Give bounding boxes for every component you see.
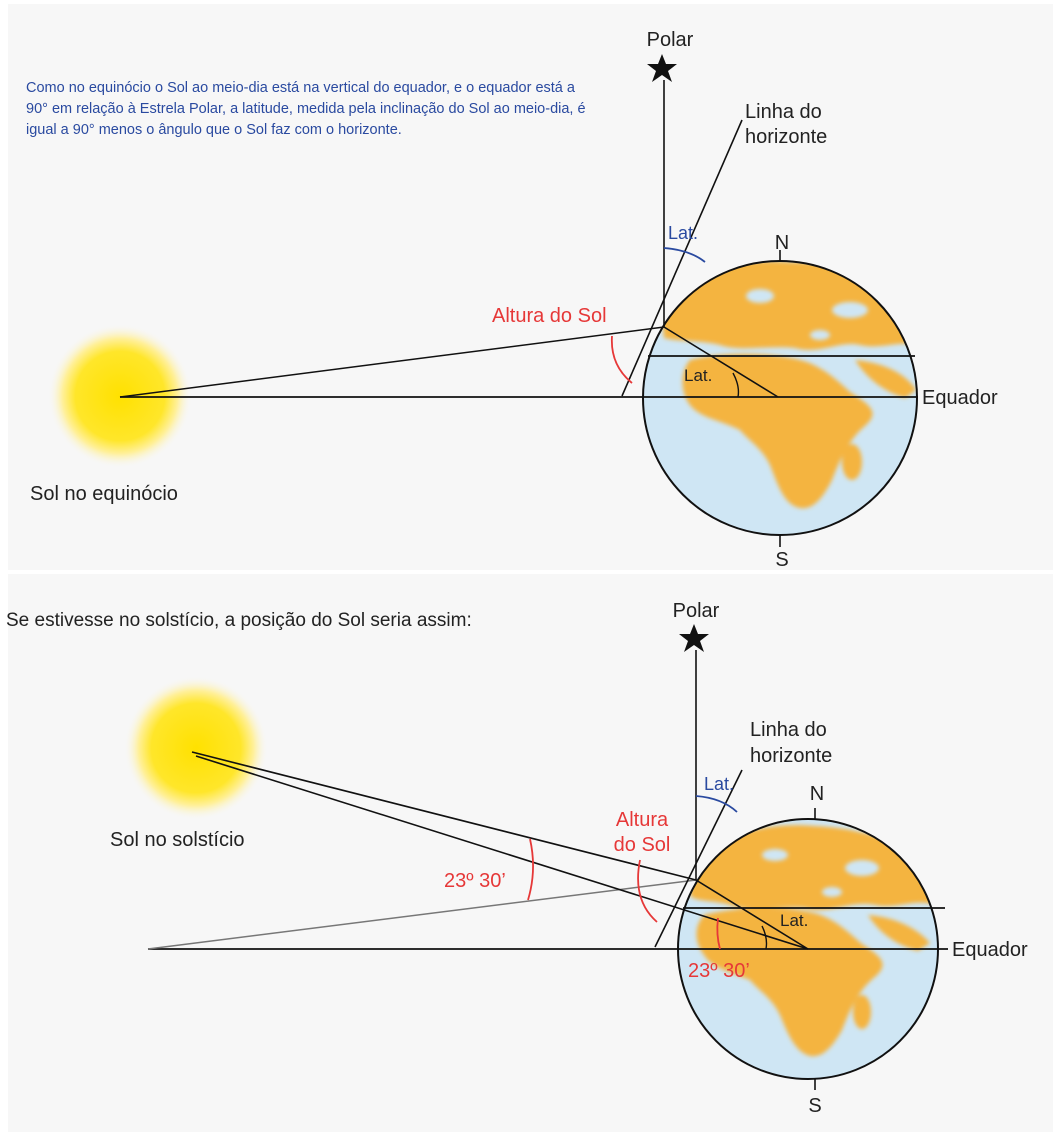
- sun-caption-top: Sol no equinócio: [30, 483, 178, 505]
- south-label-bottom: S: [808, 1095, 821, 1117]
- sun-solstice: [124, 676, 268, 820]
- sun-ray-to-observer: [191, 751, 697, 881]
- sun-ray-top: [119, 326, 665, 398]
- north-label-top: N: [775, 232, 789, 254]
- horizon-line-bottom: [654, 769, 743, 948]
- polar-star-icon: [647, 54, 677, 82]
- lat-label-inner-top: Lat.: [684, 366, 712, 385]
- south-label-top: S: [775, 549, 788, 571]
- equator-label-bottom: Equador: [952, 939, 1028, 961]
- horizon-label-line1-bottom: Linha do: [750, 719, 827, 741]
- polar-label-bottom: Polar: [673, 600, 720, 622]
- north-label-bottom: N: [810, 783, 824, 805]
- explanation-note: Como no equinócio o Sol ao meio-dia está…: [26, 80, 586, 138]
- solstice-caption: Se estivesse no solstício, a posição do …: [6, 610, 472, 631]
- equator-label-top: Equador: [922, 387, 998, 409]
- sun-altitude-line1-bottom: Altura: [616, 809, 669, 831]
- sun-ray-to-center: [195, 755, 809, 950]
- polar-star-icon-bottom: [679, 624, 709, 652]
- sun-altitude-line2-bottom: do Sol: [614, 834, 671, 856]
- polar-label-top: Polar: [647, 29, 694, 51]
- horizon-label-line1-top: Linha do: [745, 101, 822, 123]
- lat-label-inner-bottom: Lat.: [780, 911, 808, 930]
- sun-caption-bottom: Sol no solstício: [110, 829, 245, 851]
- lat-label-upper-top: Lat.: [668, 223, 698, 243]
- horizon-line-top: [621, 119, 743, 397]
- tilt-angle-left: 23º 30’: [444, 870, 506, 892]
- globe-equinox: [642, 260, 918, 536]
- solstice-diagram: Polar Linha do horizonte Lat. N S Altura…: [110, 600, 1028, 1117]
- lat-label-upper-bottom: Lat.: [704, 774, 734, 794]
- horizon-label-line2-top: horizonte: [745, 126, 827, 148]
- horizon-label-line2-bottom: horizonte: [750, 745, 832, 767]
- equinox-diagram: Polar Linha do horizonte Lat. N S Altura…: [30, 29, 998, 571]
- sun-equinox: [48, 324, 192, 468]
- tilt-angle-globe: 23º 30’: [688, 960, 750, 982]
- sun-altitude-label-top: Altura do Sol: [492, 305, 607, 327]
